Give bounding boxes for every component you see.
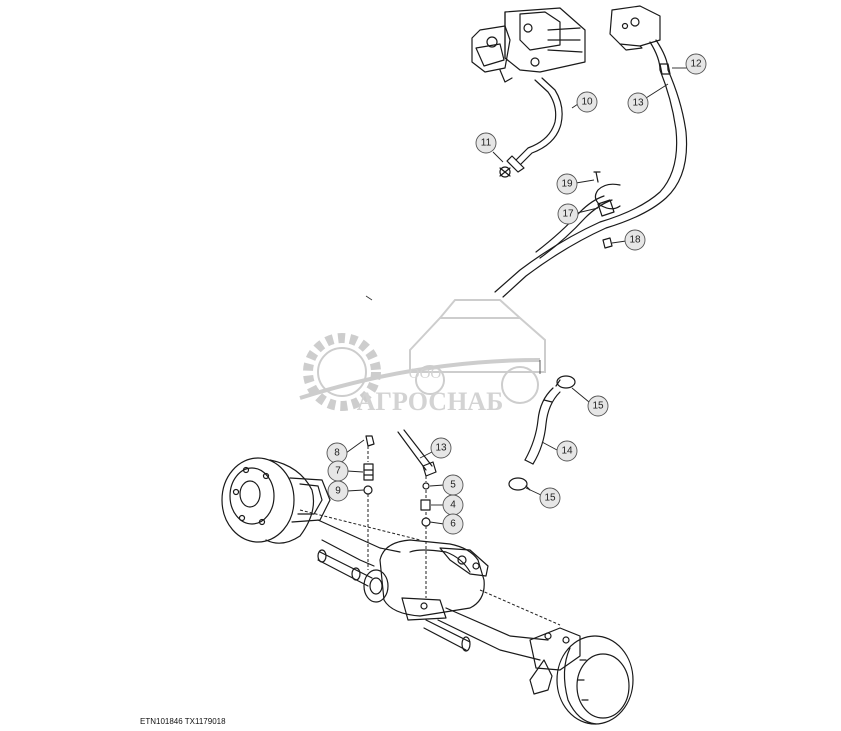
watermark-line2: АГРОСНАБ: [357, 387, 504, 416]
callout-11-label: 11: [481, 138, 492, 149]
callout-14: 14: [541, 440, 578, 462]
axle-assembly: [221, 457, 634, 725]
fitting-11: [499, 166, 511, 178]
callout-7: 7: [327, 460, 364, 482]
callout-17: 17: [557, 203, 599, 225]
callout-5-label: 5: [450, 480, 456, 491]
callout-12-label: 12: [690, 59, 702, 70]
callout-15-lower-label: 15: [544, 493, 556, 504]
callout-17-label: 17: [562, 209, 574, 220]
callout-15-lower: 15: [525, 487, 561, 509]
hose-14: [524, 387, 561, 465]
callout-13-upper-label: 13: [632, 98, 644, 109]
steering-valve: [609, 5, 661, 51]
differential-housing: [363, 539, 489, 621]
callout-4: 4: [431, 494, 464, 516]
callout-13-lower-label: 13: [435, 443, 447, 454]
callout-6-label: 6: [450, 519, 456, 530]
left-wheel-hub: [221, 457, 315, 544]
figure-code: ETN101846 TX1179018: [140, 717, 226, 726]
callout-6: 6: [429, 513, 464, 535]
callout-8: 8: [326, 439, 365, 464]
gear-icon: [303, 333, 381, 411]
callout-9: 9: [327, 480, 365, 502]
right-wheel-hub: [556, 635, 634, 725]
valve-block: [471, 7, 586, 83]
callout-5: 5: [429, 474, 464, 496]
hose-13-lower: [397, 429, 437, 477]
combine-harvester-icon: [299, 299, 546, 404]
hose-12-13: [494, 39, 688, 298]
callout-15-upper-label: 15: [592, 401, 604, 412]
callout-13-lower: 13: [419, 437, 452, 459]
hose-10: [506, 77, 563, 173]
callout-10: 10: [571, 91, 598, 113]
callout-7-label: 7: [335, 466, 341, 477]
callout-15-upper: 15: [571, 387, 609, 417]
clamp-15-upper: [555, 375, 576, 389]
watermark-line1: ООО: [409, 366, 442, 382]
callout-18-label: 18: [629, 235, 641, 246]
callout-13-upper: 13: [627, 83, 669, 114]
watermark-logo: ООО АГРОСНАБ: [299, 299, 546, 416]
callout-19: 19: [556, 173, 595, 195]
callout-4-label: 4: [450, 500, 456, 511]
callout-8-label: 8: [334, 448, 340, 459]
callout-14-label: 14: [561, 446, 573, 457]
bolt-19: [593, 171, 601, 183]
callout-9-label: 9: [335, 486, 341, 497]
callout-18: 18: [611, 229, 646, 251]
nut-18: [602, 237, 613, 249]
clamp-17: [597, 199, 615, 217]
fittings-8-7-9: [363, 435, 375, 570]
callout-19-label: 19: [561, 179, 573, 190]
callout-12: 12: [672, 53, 707, 75]
fittings-5-4-6: [420, 476, 431, 598]
callout-10-label: 10: [581, 97, 593, 108]
callout-11: 11: [475, 132, 504, 163]
